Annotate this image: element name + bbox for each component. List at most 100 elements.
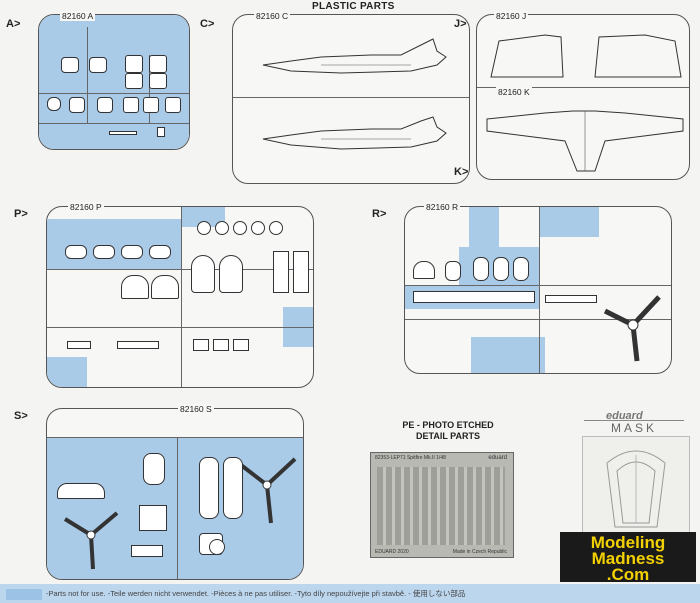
pe-fret-brand: eduard bbox=[488, 455, 507, 461]
canopy-frame-part bbox=[143, 97, 159, 113]
propeller-part bbox=[603, 295, 661, 362]
small-part bbox=[413, 261, 435, 279]
sprue-r-letter: R> bbox=[372, 208, 387, 220]
small-part bbox=[139, 505, 167, 531]
sprue-a-code: 82160 A bbox=[60, 11, 96, 21]
seat-part bbox=[473, 257, 489, 281]
wheel-part bbox=[269, 221, 283, 235]
sprue-r-frame bbox=[404, 206, 672, 374]
canopy-frame-part bbox=[149, 73, 167, 89]
sprue-s-code: 82160 S bbox=[178, 404, 214, 414]
unused-area bbox=[47, 219, 181, 269]
wheel-part bbox=[233, 221, 247, 235]
pe-footer-right: Made in Czech Republic bbox=[452, 549, 507, 555]
small-part bbox=[67, 341, 91, 349]
wheel-part bbox=[197, 221, 211, 235]
legend-text: -Parts not for use. -Teile werden nicht … bbox=[46, 589, 466, 598]
mask-brand: eduard bbox=[606, 410, 643, 422]
sprue-j-frame bbox=[476, 14, 690, 180]
sprue-r-code: 82160 R bbox=[424, 202, 461, 212]
canopy-frame-part bbox=[61, 57, 79, 73]
mask-label: MASK bbox=[584, 420, 684, 435]
fuselage-half-top bbox=[262, 38, 447, 74]
sprue-p-frame bbox=[46, 206, 314, 388]
gear-cover-part bbox=[93, 245, 115, 259]
unused-area bbox=[47, 357, 87, 387]
pe-title: PE - PHOTO ETCHED DETAIL PARTS bbox=[378, 420, 518, 442]
tailwheel-door-part bbox=[219, 255, 243, 293]
canopy-frame-part bbox=[89, 57, 107, 73]
pe-parts-grid bbox=[377, 467, 505, 545]
spinner-part bbox=[223, 457, 243, 519]
canopy-frame-part bbox=[123, 97, 139, 113]
pe-title-line2: DETAIL PARTS bbox=[415, 431, 480, 441]
page-title: PLASTIC PARTS bbox=[312, 1, 395, 12]
tailwheel-door-part bbox=[191, 255, 215, 293]
unused-area bbox=[181, 207, 225, 227]
sprue-k-code: 82160 K bbox=[496, 87, 532, 97]
radiator-housing-part bbox=[413, 291, 535, 303]
sprue-s-frame bbox=[46, 408, 304, 580]
sprue-c-frame bbox=[232, 14, 470, 184]
small-part bbox=[109, 131, 137, 135]
gear-cover-part bbox=[149, 245, 171, 259]
small-part bbox=[143, 453, 165, 485]
wheel-part bbox=[251, 221, 265, 235]
sprue-j-letter: J> bbox=[454, 18, 467, 30]
watermark-line3: .Com bbox=[606, 565, 650, 584]
seat-part bbox=[513, 257, 529, 281]
small-part bbox=[157, 127, 165, 137]
pe-fret: 82353-LEP71 Spitfire Mk.II 1/48 eduard E… bbox=[370, 452, 514, 558]
wing-upper-parts bbox=[490, 34, 682, 78]
canopy-frame-part bbox=[69, 97, 85, 113]
unused-area bbox=[469, 207, 499, 247]
gear-leg-part bbox=[273, 251, 289, 293]
radiator-part bbox=[151, 275, 179, 299]
spinner-part bbox=[199, 457, 219, 519]
small-part bbox=[213, 339, 229, 351]
unused-area bbox=[539, 207, 599, 237]
canopy-frame-part bbox=[125, 55, 143, 73]
lower-wing-part bbox=[486, 110, 684, 172]
pe-footer-left: EDUARD 2020 bbox=[375, 549, 409, 555]
small-part bbox=[193, 339, 209, 351]
propeller-part bbox=[63, 511, 119, 570]
sprue-j-code: 82160 J bbox=[494, 11, 529, 21]
mask-sheet bbox=[582, 436, 690, 534]
wheel-part bbox=[215, 221, 229, 235]
small-part bbox=[131, 545, 163, 557]
gear-cover-part bbox=[65, 245, 87, 259]
small-part bbox=[545, 295, 597, 303]
sprue-a-letter: A> bbox=[6, 18, 21, 30]
sprue-c-letter: C> bbox=[200, 18, 215, 30]
seat-part bbox=[493, 257, 509, 281]
canopy-frame-part bbox=[125, 73, 143, 89]
fuselage-half-bottom bbox=[262, 116, 447, 150]
sprue-p-code: 82160 P bbox=[68, 202, 104, 212]
pe-fret-text: 82353-LEP71 Spitfire Mk.II 1/48 bbox=[375, 455, 446, 461]
unused-area bbox=[471, 337, 545, 373]
watermark-line1: Modeling bbox=[590, 533, 666, 552]
cowling-part bbox=[57, 483, 105, 499]
unused-parts-legend: -Parts not for use. -Teile werden nicht … bbox=[0, 584, 700, 603]
sprue-k-letter: K> bbox=[454, 166, 469, 178]
legend-swatch bbox=[6, 588, 42, 600]
watermark-logo: Modeling Madness .Com bbox=[560, 532, 696, 584]
sprue-c-code: 82160 C bbox=[254, 11, 291, 21]
small-part bbox=[233, 339, 249, 351]
gear-cover-part bbox=[121, 245, 143, 259]
canopy-frame-part bbox=[165, 97, 181, 113]
sprue-a-frame bbox=[38, 14, 190, 150]
small-part bbox=[117, 341, 159, 349]
small-part bbox=[445, 261, 461, 281]
gear-leg-part bbox=[293, 251, 309, 293]
watermark-line2: Madness bbox=[591, 549, 665, 568]
sprue-s-letter: S> bbox=[14, 410, 28, 422]
canopy-mask-outline bbox=[606, 450, 666, 528]
canopy-frame-part bbox=[97, 97, 113, 113]
small-part bbox=[209, 539, 225, 555]
canopy-frame-part bbox=[149, 55, 167, 73]
canopy-frame-part bbox=[47, 97, 61, 111]
pe-title-line1: PE - PHOTO ETCHED bbox=[402, 420, 494, 430]
radiator-part bbox=[121, 275, 149, 299]
